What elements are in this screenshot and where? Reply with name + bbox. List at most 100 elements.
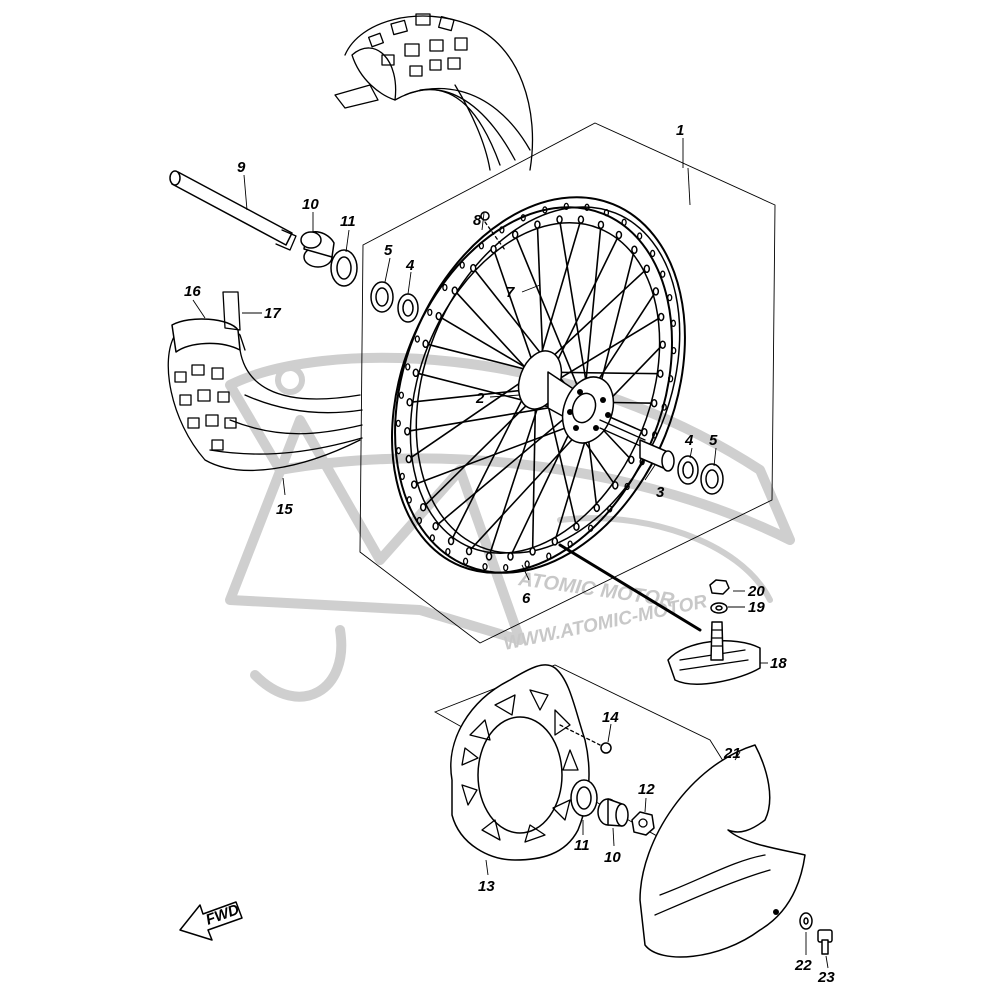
spoke	[425, 343, 537, 373]
rim-hole	[478, 242, 485, 250]
brake-disc-13-part	[450, 664, 590, 861]
spoke	[435, 401, 585, 527]
spoke-nipple	[447, 536, 455, 546]
spoke-nipple	[643, 264, 651, 274]
callout-14: 14	[602, 709, 619, 726]
rim-hole	[482, 563, 488, 571]
callout-5-left: 5	[384, 242, 393, 259]
spacer-3-part	[639, 439, 675, 472]
disc-cover-21-part	[639, 744, 806, 958]
spoke-nipple	[641, 427, 648, 437]
bearing-seal-5-right	[700, 463, 724, 495]
spoke	[543, 387, 578, 527]
spoke-nipple	[551, 537, 559, 546]
callout-16: 16	[184, 283, 201, 300]
rim-hole	[649, 249, 656, 258]
rim-hole	[660, 270, 666, 278]
spoke-nipple	[419, 502, 427, 512]
callout-3: 3	[656, 484, 665, 501]
rim-hole	[503, 563, 509, 572]
callout-8: 8	[473, 212, 482, 229]
spoke-nipple	[465, 546, 473, 556]
spoke-nipple	[404, 427, 411, 436]
callout-18: 18	[770, 655, 787, 672]
spoke-nipple	[612, 481, 619, 490]
rim-hole	[671, 346, 677, 355]
collar-10-right-part	[597, 798, 629, 827]
rim-hole	[398, 391, 405, 399]
rim-hole	[520, 214, 526, 222]
rim-hole	[399, 472, 405, 481]
spoke-nipple	[628, 455, 635, 465]
wheel-assembly-outline	[359, 122, 776, 644]
rim-hole	[667, 293, 673, 302]
rim-hole	[607, 505, 613, 513]
callout-17: 17	[264, 305, 281, 322]
spoke-nipple	[422, 339, 429, 349]
callout-4-right: 4	[684, 432, 694, 449]
spoke-nipple	[615, 230, 623, 240]
rim-hole	[395, 447, 402, 455]
nut-20-part	[709, 579, 730, 595]
spoke-nipple	[507, 552, 514, 561]
bolt-23-part	[817, 929, 833, 955]
rim-hole	[621, 218, 627, 226]
rim-hole	[667, 375, 674, 383]
rim-hole	[462, 557, 469, 565]
wheel-part	[391, 196, 686, 574]
callout-15: 15	[276, 501, 293, 518]
spoke-nipple	[534, 220, 541, 229]
spoke-nipple	[405, 454, 413, 464]
rim-hole	[405, 363, 411, 371]
callout-21: 21	[723, 745, 741, 762]
bolt-14-part	[559, 724, 612, 754]
collar-10-part	[300, 231, 335, 268]
rim-lock-18-part	[667, 621, 761, 685]
spoke-nipple	[490, 244, 497, 254]
spoke-nipple	[412, 368, 420, 378]
spoke-nipple	[593, 503, 601, 513]
rim-hole	[563, 202, 569, 211]
fwd-arrow: FWD	[179, 901, 243, 941]
spoke-nipple	[469, 263, 477, 273]
rim-hole	[427, 308, 433, 317]
spoke-nipple	[657, 312, 665, 322]
spoke-nipple	[631, 245, 638, 255]
callout-6: 6	[522, 590, 531, 607]
rim-hole	[459, 261, 465, 269]
callout-9: 9	[237, 159, 246, 176]
spoke-nipple	[650, 398, 658, 408]
bearing-4-left	[397, 293, 419, 323]
rim-hole	[542, 206, 548, 214]
spoke-nipple	[432, 521, 439, 531]
seal-11-right-part	[570, 779, 598, 817]
spoke	[535, 219, 582, 373]
bearing-4-right	[677, 455, 699, 485]
callout-7: 7	[506, 284, 515, 301]
rim-hole	[445, 548, 451, 556]
spoke-nipple	[652, 287, 660, 296]
spoke-nipple	[410, 480, 418, 489]
spoke	[492, 248, 537, 373]
rim-hole	[429, 534, 435, 542]
bearing-seal-5-left	[370, 281, 394, 313]
callout-5-right: 5	[709, 432, 718, 449]
spoke-nipples	[404, 215, 666, 561]
callout-13: 13	[478, 878, 495, 895]
spoke-nipple	[511, 230, 519, 239]
rim-hole	[406, 496, 412, 504]
rim-hole	[603, 209, 610, 217]
spoke	[543, 316, 662, 389]
spoke	[422, 387, 545, 508]
washer-19-part	[710, 602, 728, 614]
nipple-8-part	[480, 211, 506, 251]
rim-hole	[524, 560, 530, 568]
rim-hole	[637, 232, 643, 240]
rim-hole	[587, 524, 594, 532]
rim-hole	[442, 283, 448, 292]
axle-9-part	[169, 170, 297, 251]
spoke-nipple	[529, 547, 536, 556]
rim-hole	[414, 335, 420, 343]
spoke	[413, 417, 593, 486]
